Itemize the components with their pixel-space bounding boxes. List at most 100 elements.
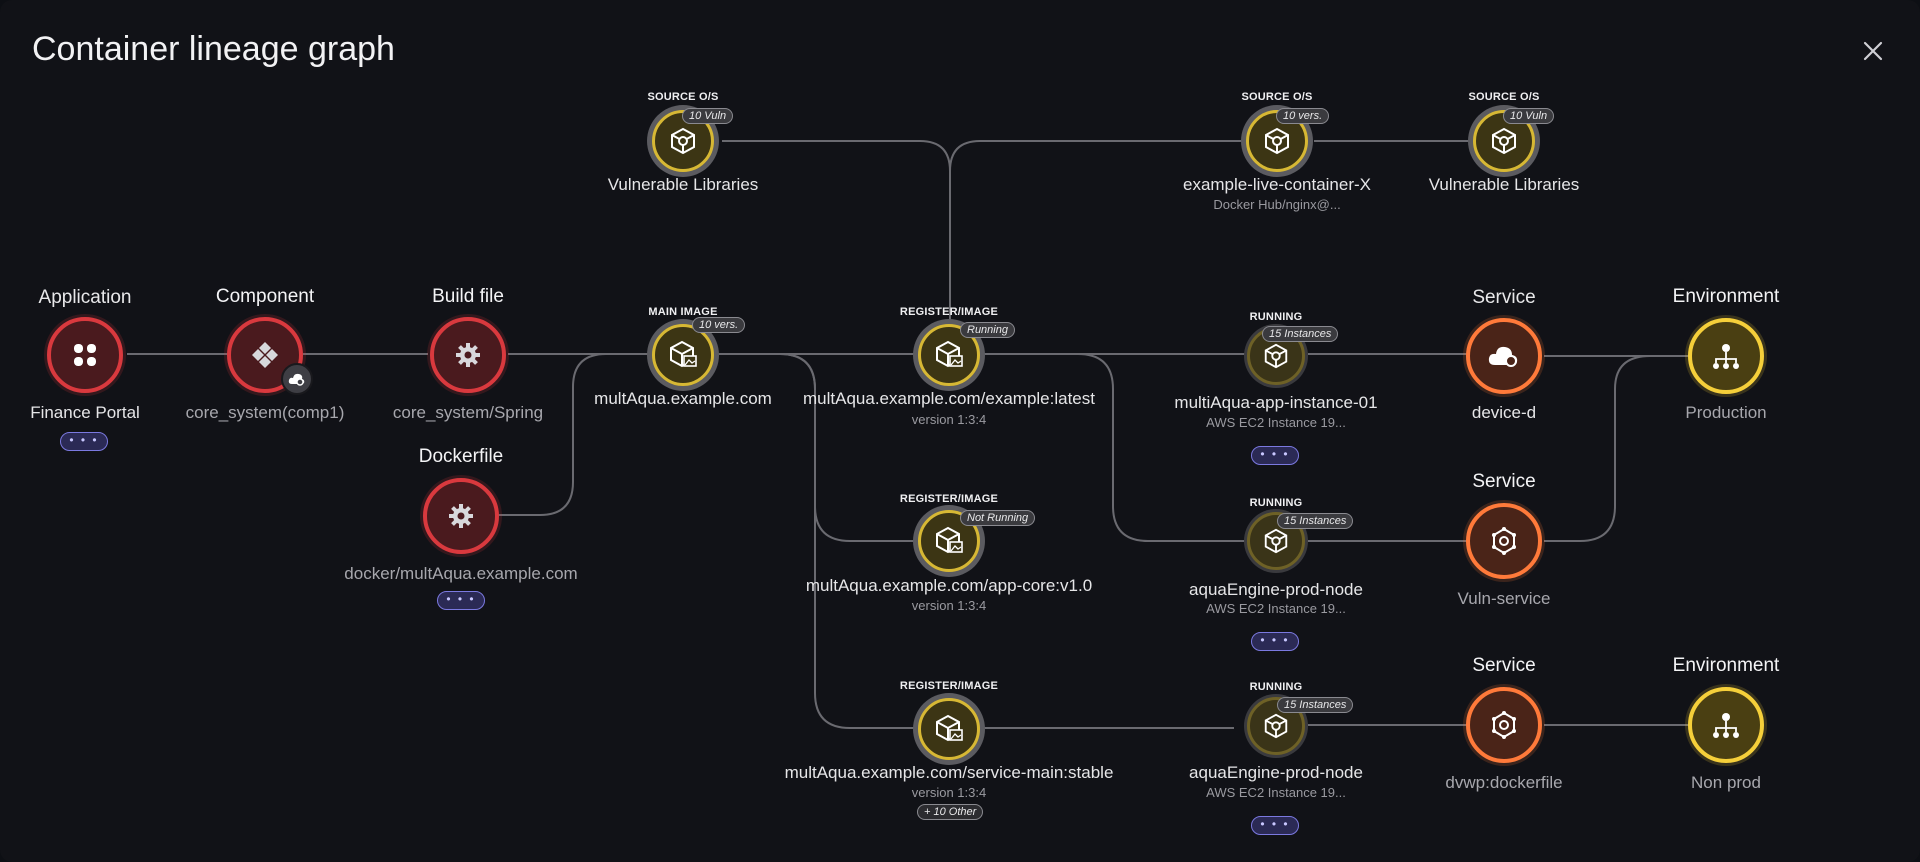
gear-icon [449, 504, 473, 528]
env-1-category: Environment [1672, 286, 1780, 307]
reg-stable-category: REGISTER/IMAGE [899, 680, 999, 692]
apps-grid-icon [74, 344, 96, 366]
reg-latest-name: multAqua.example.com/example:latest [803, 389, 1095, 408]
edge-docker-main [498, 353, 648, 516]
svc-2-category: Service [1472, 471, 1536, 492]
edge-svc2-env1 [1544, 355, 1690, 542]
gear-icon [456, 343, 480, 367]
svc-3-name: dvwp:dockerfile [1445, 773, 1563, 792]
run-3-sub: AWS EC2 Instance 19... [1206, 785, 1346, 800]
reg-core-status-badge: Not Running [960, 510, 1036, 526]
application-more-button[interactable]: • • • [60, 432, 108, 451]
build-file-name: core_system/Spring [392, 403, 544, 422]
run-3-category: RUNNING [1249, 681, 1303, 693]
reg-core-category: REGISTER/IMAGE [899, 493, 999, 505]
run-2-more-button[interactable]: • • • [1251, 632, 1299, 651]
main-image-name: multAqua.example.com [594, 389, 772, 408]
container-image-icon [936, 340, 963, 368]
svc-1-category: Service [1472, 287, 1536, 308]
run-2-sub: AWS EC2 Instance 19... [1206, 601, 1346, 616]
reg-stable-name: multAqua.example.com/service-main:stable [784, 763, 1114, 782]
run-2-name: aquaEngine-prod-node [1189, 580, 1363, 599]
package-gear-icon [1264, 713, 1288, 739]
reg-stable-version: version 1:3:4 [911, 785, 987, 800]
package-gear-icon [1265, 127, 1289, 155]
source-live-name: example-live-container-X [1182, 175, 1372, 194]
run-3-name: aquaEngine-prod-node [1189, 763, 1363, 782]
svc-3-category: Service [1472, 655, 1536, 676]
source-live-category: SOURCE O/S [1241, 91, 1313, 103]
edge-main-stable [718, 353, 918, 729]
application-node[interactable] [47, 317, 123, 393]
edge-live-latest [949, 140, 1248, 172]
svc-3-node[interactable] [1466, 687, 1542, 763]
close-icon[interactable] [1858, 36, 1888, 66]
environment-hierarchy-icon [1713, 713, 1739, 738]
service-network-icon [1492, 711, 1516, 739]
svc-1-name: device-d [1471, 403, 1537, 422]
source-vuln-2-badge: 10 Vuln [1503, 108, 1555, 124]
env-2-name: Non prod [1691, 773, 1761, 792]
reg-stable-node[interactable] [918, 698, 980, 760]
run-2-instances-badge: 15 Instances [1277, 513, 1354, 529]
env-2-category: Environment [1672, 655, 1780, 676]
container-image-icon [936, 714, 963, 742]
dockerfile-more-button[interactable]: • • • [437, 591, 485, 610]
dockerfile-name: docker/multAqua.example.com [344, 564, 578, 583]
edge-latest-run2 [982, 353, 1248, 542]
source-live-badge: 10 vers. [1276, 108, 1330, 124]
source-vuln-2-category: SOURCE O/S [1468, 91, 1540, 103]
run-3-node[interactable] [1247, 697, 1305, 755]
modal-title: Container lineage graph [32, 30, 395, 68]
build-file-node[interactable] [430, 317, 506, 393]
run-1-name: multiAqua-app-instance-01 [1174, 393, 1378, 412]
dockerfile-category: Dockerfile [418, 446, 504, 467]
source-vuln-1-badge: 10 Vuln [682, 108, 734, 124]
env-1-node[interactable] [1688, 318, 1764, 394]
dockerfile-node[interactable] [423, 478, 499, 554]
cloud-gear-icon [1488, 346, 1518, 367]
application-category: Application [38, 287, 132, 308]
reg-latest-status-badge: Running [960, 322, 1015, 338]
reg-latest-version: version 1:3:4 [911, 412, 987, 427]
run-3-more-button[interactable]: • • • [1251, 816, 1299, 835]
component-icon [252, 342, 278, 368]
run-1-sub: AWS EC2 Instance 19... [1206, 415, 1346, 430]
package-gear-icon [1264, 528, 1288, 554]
application-name: Finance Portal [30, 403, 140, 422]
edge-main-core [718, 353, 918, 542]
component-name: core_system(comp1) [185, 403, 345, 422]
reg-core-version: version 1:3:4 [911, 598, 987, 613]
main-image-badge: 10 vers. [692, 317, 746, 333]
component-category: Component [215, 286, 315, 307]
package-gear-icon [1264, 343, 1288, 369]
environment-hierarchy-icon [1713, 344, 1739, 369]
reg-core-name: multAqua.example.com/app-core:v1.0 [805, 576, 1093, 595]
env-1-name: Production [1685, 403, 1767, 422]
edge-vuln1-latest [722, 140, 951, 323]
container-image-icon [936, 526, 963, 554]
reg-latest-category: REGISTER/IMAGE [899, 306, 999, 318]
svc-1-node[interactable] [1466, 318, 1542, 394]
run-1-more-button[interactable]: • • • [1251, 446, 1299, 465]
run-1-instances-badge: 15 Instances [1262, 326, 1339, 342]
env-2-node[interactable] [1688, 687, 1764, 763]
build-file-category: Build file [432, 286, 504, 307]
package-gear-icon [671, 127, 695, 155]
main-image-node[interactable] [652, 324, 714, 386]
source-live-sub: Docker Hub/nginx@... [1213, 197, 1341, 212]
service-network-icon [1492, 527, 1516, 555]
source-vuln-2-name: Vulnerable Libraries [1428, 175, 1580, 194]
component-node[interactable] [227, 317, 313, 395]
cloud-gear-icon [281, 363, 313, 395]
main-image-category: MAIN IMAGE [648, 306, 718, 318]
svc-2-node[interactable] [1466, 503, 1542, 579]
run-3-instances-badge: 15 Instances [1277, 697, 1354, 713]
run-1-category: RUNNING [1249, 311, 1303, 323]
source-vuln-1-category: SOURCE O/S [647, 91, 719, 103]
run-2-category: RUNNING [1249, 497, 1303, 509]
reg-stable-other-badge[interactable]: + 10 Other [917, 804, 984, 820]
source-vuln-1-name: Vulnerable Libraries [607, 175, 759, 194]
